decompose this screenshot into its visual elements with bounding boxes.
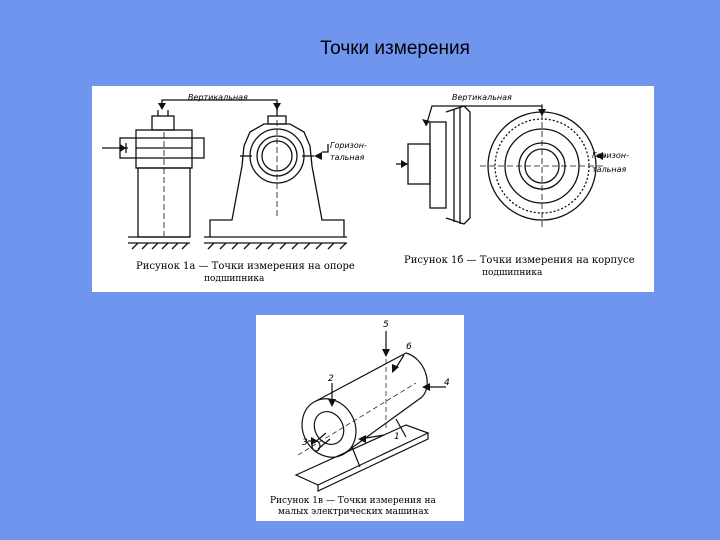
label-horizontal-1b-line2: тальная <box>592 165 627 174</box>
bearing-figures-svg: Вертикальная Горизон- тальная Рисунок 1а… <box>102 93 635 284</box>
caption-1c-line2: малых электрических машинах <box>278 507 429 517</box>
housing-front-view <box>480 104 606 228</box>
figure-panel-motor: 5 6 2 4 1 3 Рисунок 1в — Точки измерения… <box>256 315 464 521</box>
point-label-4: 4 <box>444 378 450 388</box>
point-label-6: 6 <box>406 342 412 352</box>
label-vertical-1a: Вертикальная <box>188 93 248 102</box>
slide-title: Точки измерения <box>320 38 470 59</box>
caption-1a-line2: подшипника <box>204 274 265 284</box>
caption-1b-line2: подшипника <box>482 268 543 278</box>
point-label-2: 2 <box>328 374 334 384</box>
figure-panel-bearing: Вертикальная Горизон- тальная Рисунок 1а… <box>92 86 654 292</box>
label-horizontal-1a-line2: тальная <box>330 153 365 162</box>
point-label-3: 3 <box>302 438 308 448</box>
caption-1b-line1: Рисунок 1б — Точки измерения на корпусе <box>404 255 635 266</box>
label-horizontal-1b-line1: Горизон- <box>592 151 629 160</box>
label-horizontal-1a-line1: Горизон- <box>330 141 367 150</box>
housing-side-view <box>396 105 543 225</box>
motor-body <box>315 352 428 456</box>
caption-1c-line1: Рисунок 1в — Точки измерения на <box>270 496 437 506</box>
point-label-1: 1 <box>394 432 400 442</box>
pedestal-front-view <box>204 108 347 238</box>
label-vertical-1b: Вертикальная <box>452 93 512 102</box>
motor-figure-svg: 5 6 2 4 1 3 Рисунок 1в — Точки измерения… <box>270 320 450 517</box>
caption-1a-line1: Рисунок 1а — Точки измерения на опоре <box>136 261 355 272</box>
point-label-5: 5 <box>383 320 389 330</box>
pedestal-side-view <box>102 110 205 238</box>
